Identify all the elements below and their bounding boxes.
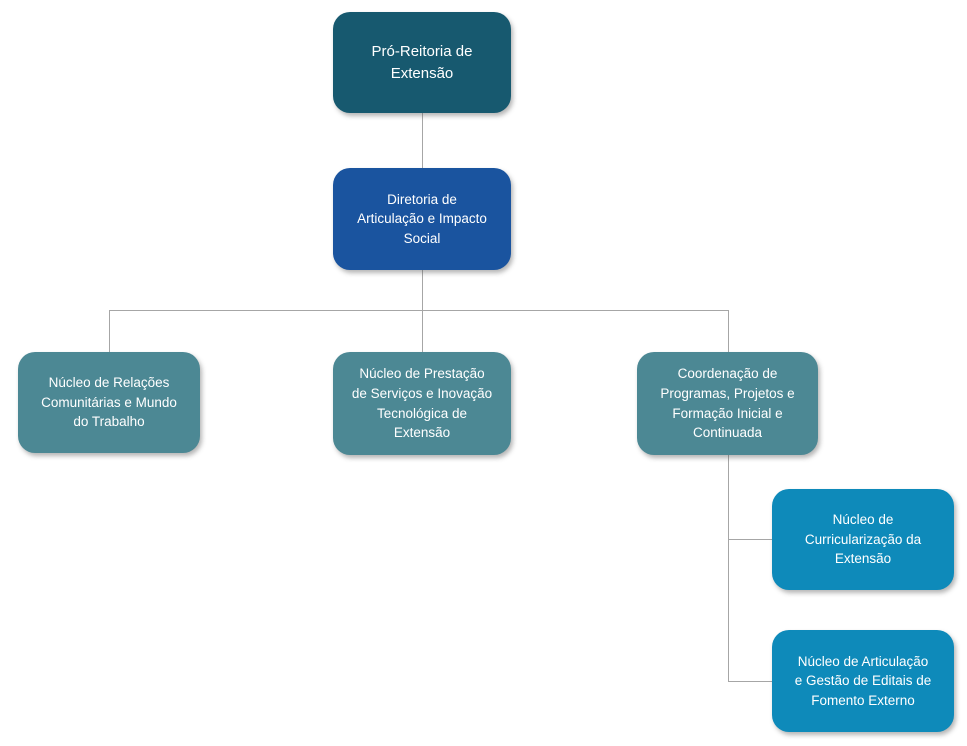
connector-level3-bus (109, 310, 729, 311)
connector-diretoria-to-bus (422, 270, 423, 352)
connector-bus-to-coordenacao (728, 310, 729, 352)
node-label: Núcleo de Relações Comunitárias e Mundo … (41, 375, 177, 430)
node-nucleo-curricularizacao: Núcleo de Curricularização da Extensão (772, 489, 954, 590)
node-coordenacao-programas-projetos: Coordenação de Programas, Projetos e For… (637, 352, 818, 455)
node-label: Coordenação de Programas, Projetos e For… (660, 366, 795, 441)
node-label: Pró-Reitoria de Extensão (371, 42, 473, 82)
connector-trunk-to-curricularizacao (728, 539, 772, 540)
node-label: Núcleo de Prestação de Serviços e Inovaç… (351, 366, 493, 441)
node-pro-reitoria-de-extensao: Pró-Reitoria de Extensão (333, 12, 511, 113)
node-diretoria-articulacao-impacto-social: Diretoria de Articulação e Impacto Socia… (333, 168, 511, 270)
connector-coordenacao-trunk (728, 455, 729, 681)
connector-trunk-to-editais (728, 681, 772, 682)
node-label: Núcleo de Curricularização da Extensão (804, 512, 922, 567)
node-label: Núcleo de Articulação e Gestão de Editai… (794, 653, 932, 708)
connector-bus-to-relacoes (109, 310, 110, 352)
node-nucleo-relacoes-comunitarias: Núcleo de Relações Comunitárias e Mundo … (18, 352, 200, 453)
node-label: Diretoria de Articulação e Impacto Socia… (357, 191, 487, 246)
node-nucleo-prestacao-servicos: Núcleo de Prestação de Serviços e Inovaç… (333, 352, 511, 455)
node-nucleo-articulacao-editais: Núcleo de Articulação e Gestão de Editai… (772, 630, 954, 732)
connector-root-to-diretoria (422, 113, 423, 168)
